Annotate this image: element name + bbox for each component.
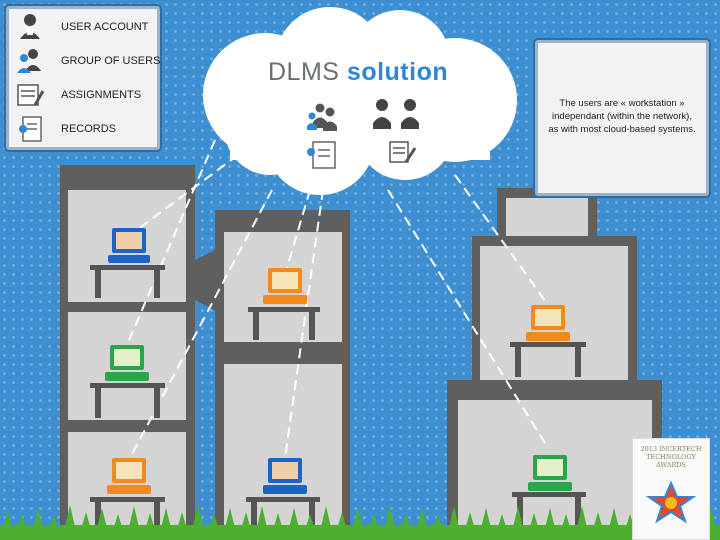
cloud [203, 7, 517, 195]
group-of-users-icon [307, 103, 337, 131]
legend-item-records: RECORDS [15, 115, 155, 143]
user-account-icon [373, 99, 391, 129]
workstation [510, 305, 586, 377]
grass [0, 505, 720, 540]
user-account-icon [401, 99, 419, 129]
info-text: The users are « workstation » independan… [548, 98, 696, 135]
workstation [90, 345, 165, 418]
user-account-icon [20, 14, 40, 39]
legend-label: ASSIGNMENTS [61, 89, 142, 101]
info-panel: The users are « workstation » independan… [535, 40, 709, 196]
award-title: 2013 INCERTECH TECHNOLOGY AWARDS [640, 445, 702, 469]
assignments-icon [17, 84, 45, 106]
workstation [90, 458, 165, 532]
workstation [246, 458, 320, 532]
workstation [512, 455, 586, 529]
legend-label: RECORDS [61, 123, 117, 135]
records-icon [307, 141, 336, 169]
legend-label: USER ACCOUNT [61, 21, 149, 33]
award-star-icon [645, 480, 697, 524]
cloud-title-dlms: DLMS [268, 58, 340, 86]
legend-item-user-account: USER ACCOUNT [15, 13, 155, 41]
connection-lines [126, 139, 549, 459]
records-icon [19, 116, 42, 142]
workstation [248, 268, 320, 340]
legend-panel: USER ACCOUNT GROUP OF USERS ASSIGNMENTS … [6, 6, 160, 150]
group-of-users-icon [17, 49, 41, 73]
cloud-title-solution: solution [339, 58, 449, 86]
legend-item-assignments: ASSIGNMENTS [15, 81, 155, 109]
cloud-title: DLMS solution [268, 58, 448, 87]
award-badge: 2013 INCERTECH TECHNOLOGY AWARDS [632, 438, 710, 540]
assignments-icon [389, 141, 417, 163]
legend-label: GROUP OF USERS [61, 55, 161, 67]
workstation [90, 228, 165, 298]
legend-item-group-of-users: GROUP OF USERS [15, 47, 160, 75]
